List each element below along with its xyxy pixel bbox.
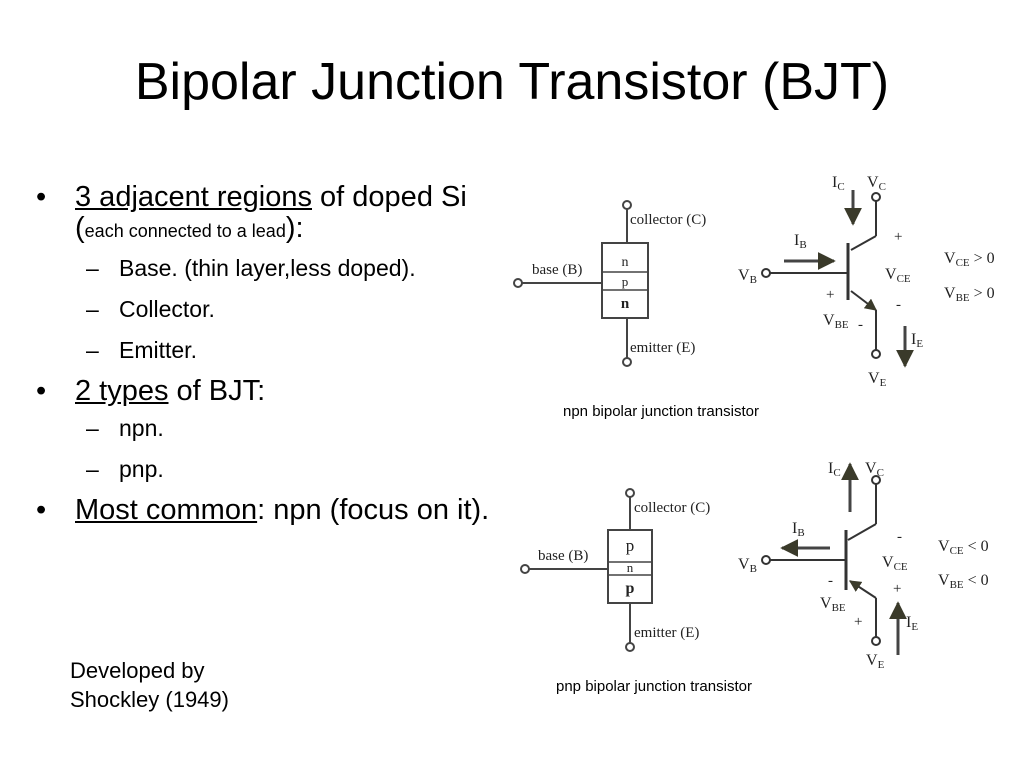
common-text: : npn (focus on it). <box>257 494 490 526</box>
pnp-vb-terminal <box>761 555 771 565</box>
bullet-regions: • 3 adjacent regions of doped Si (each c… <box>36 182 506 247</box>
npn-vce-plus: + <box>894 229 902 245</box>
pnp-structure <box>520 488 653 652</box>
sub-dash: – <box>86 337 99 363</box>
bullet-types: • 2 types of BJT: <box>36 376 506 407</box>
sub-bullet-collector: –Collector. <box>36 294 506 324</box>
footer-note: Developed by Shockley (1949) <box>70 656 229 714</box>
sub-dash: – <box>86 456 99 482</box>
npn-ve-terminal <box>871 349 881 359</box>
pnp-ib-label: IB <box>792 520 805 539</box>
npn-layer-mid: p <box>622 274 629 289</box>
npn-layer-stack <box>601 242 649 319</box>
footer-line-1: Developed by <box>70 658 205 683</box>
footer-line-2: Shockley (1949) <box>70 687 229 712</box>
sub-bullet-emitter: –Emitter. <box>36 335 506 365</box>
sub-bullet-pnp: –pnp. <box>36 454 506 484</box>
pnp-ic-label: IC <box>828 460 841 479</box>
npn-layer-top: n <box>622 255 629 270</box>
pnp-emitter-label: emitter (E) <box>634 625 699 641</box>
sub-bullet-text: Base. (thin layer,less doped). <box>119 255 416 281</box>
npn-emitter-label: emitter (E) <box>630 340 695 356</box>
npn-ve-label: VE <box>868 370 887 389</box>
pnp-emitter-arrow <box>848 580 877 599</box>
npn-vb-label: VB <box>738 267 757 286</box>
common-underlined: Most common <box>75 494 258 526</box>
sub-bullet-text: Emitter. <box>119 337 197 363</box>
regions-text: of doped Si ( <box>75 181 467 244</box>
sub-bullet-text: Collector. <box>119 296 215 322</box>
bullet-dot: • <box>36 494 47 526</box>
npn-emitter-terminal <box>622 357 632 367</box>
npn-vc-label: VC <box>867 174 886 193</box>
npn-vce-minus: - <box>896 297 901 313</box>
npn-cond-vbe: VBE > 0 <box>944 285 995 304</box>
pnp-vc-label: VC <box>865 460 884 479</box>
npn-vb-terminal <box>761 268 771 278</box>
pnp-layer-mid: n <box>627 560 634 575</box>
sub-bullet-base: –Base. (thin layer,less doped). <box>36 253 506 283</box>
pnp-ve-terminal <box>871 636 881 646</box>
bullet-dot: • <box>36 375 47 407</box>
slide-title: Bipolar Junction Transistor (BJT) <box>134 53 890 111</box>
sub-bullet-text: npn. <box>119 415 164 441</box>
npn-ib-label: IB <box>794 232 807 251</box>
pnp-cond-vbe: VBE < 0 <box>938 572 989 591</box>
pnp-layer-bottom: p <box>626 580 635 597</box>
npn-collector-label: collector (C) <box>630 212 706 228</box>
npn-collector-terminal <box>622 200 632 210</box>
npn-layer-bottom: n <box>621 296 630 312</box>
sub-bullet-npn: –npn. <box>36 413 506 443</box>
types-underlined: 2 types <box>75 375 169 407</box>
npn-base-label: base (B) <box>532 262 582 278</box>
sub-dash: – <box>86 255 99 281</box>
npn-emitter-arrow <box>850 290 877 311</box>
pnp-collector-terminal <box>625 488 635 498</box>
npn-vbe-label: VBE <box>823 312 849 331</box>
pnp-symbol <box>761 462 907 655</box>
npn-caption: npn bipolar junction transistor <box>563 403 759 420</box>
npn-ie-label: IE <box>911 331 923 350</box>
pnp-vbe-plus: + <box>854 614 862 630</box>
npn-structure <box>513 200 649 367</box>
pnp-vbe-minus: - <box>828 573 833 589</box>
regions-small-text: each connected to a lead <box>84 221 286 241</box>
npn-vbe-minus: - <box>858 317 863 333</box>
bullet-common: • Most common: npn (focus on it). <box>36 495 506 526</box>
sub-dash: – <box>86 296 99 322</box>
bullet-dot: • <box>36 181 47 213</box>
npn-symbol <box>761 190 914 368</box>
pnp-caption: pnp bipolar junction transistor <box>556 678 752 695</box>
regions-underlined: 3 adjacent regions <box>75 181 312 213</box>
pnp-collector-label: collector (C) <box>634 500 710 516</box>
npn-ic-label: IC <box>832 174 845 193</box>
pnp-emitter-terminal <box>625 642 635 652</box>
pnp-vbe-label: VBE <box>820 595 846 614</box>
npn-base-terminal <box>513 278 523 288</box>
pnp-vce-plus: + <box>893 581 901 597</box>
npn-vc-terminal <box>871 192 881 202</box>
pnp-cond-vce: VCE < 0 <box>938 538 989 557</box>
pnp-base-terminal <box>520 564 530 574</box>
npn-vbe-plus: + <box>826 287 834 303</box>
npn-cond-vce: VCE > 0 <box>944 250 995 269</box>
types-text: of BJT: <box>168 375 266 407</box>
pnp-ie-label: IE <box>906 614 918 633</box>
pnp-vce-label: VCE <box>882 554 908 573</box>
pnp-vb-label: VB <box>738 556 757 575</box>
pnp-ve-label: VE <box>866 652 885 671</box>
bullet-list: • 3 adjacent regions of doped Si (each c… <box>36 182 506 532</box>
pnp-layer-top: p <box>626 536 635 555</box>
pnp-base-label: base (B) <box>538 548 588 564</box>
sub-bullet-text: pnp. <box>119 456 164 482</box>
sub-dash: – <box>86 415 99 441</box>
npn-vce-label: VCE <box>885 266 911 285</box>
pnp-vce-minus: - <box>897 529 902 545</box>
regions-text-end: ): <box>285 212 304 244</box>
